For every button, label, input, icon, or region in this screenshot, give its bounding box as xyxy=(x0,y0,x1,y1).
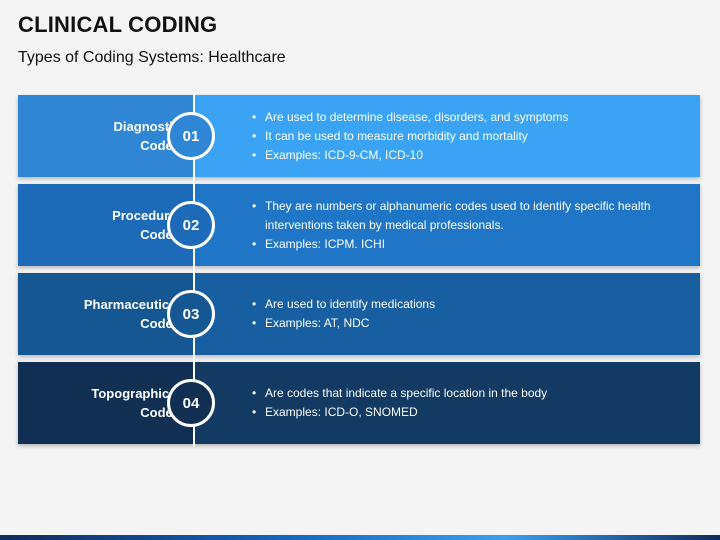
step-number-circle: 04 xyxy=(167,379,215,427)
step-number-circle: 03 xyxy=(167,290,215,338)
bullet-item: Examples: ICPM. ICHI xyxy=(252,235,665,254)
bullet-item: Examples: ICD-O, SNOMED xyxy=(252,403,665,422)
row-procedural: Procedural Codes They are numbers or alp… xyxy=(18,184,700,266)
row-label-line1: Topographical xyxy=(91,386,180,401)
bullet-item: Are used to identify medications xyxy=(252,295,665,314)
row-diagnostic: Diagnostic Codes Are used to determine d… xyxy=(18,95,700,177)
bullet-item: Are used to determine disease, disorders… xyxy=(252,108,665,127)
row-content-panel: They are numbers or alphanumeric codes u… xyxy=(194,184,700,266)
row-content-panel: Are used to identify medications Example… xyxy=(194,273,700,355)
bullet-item: They are numbers or alphanumeric codes u… xyxy=(252,197,665,235)
row-content-panel: Are used to determine disease, disorders… xyxy=(194,95,700,177)
timeline-connector xyxy=(193,92,195,446)
bullet-list: Are used to determine disease, disorders… xyxy=(252,95,665,177)
bullet-list: Are used to identify medications Example… xyxy=(252,273,665,355)
step-number-circle: 01 xyxy=(167,112,215,160)
row-content-panel: Are codes that indicate a specific locat… xyxy=(194,362,700,444)
row-label-panel: Pharmaceutical Codes xyxy=(18,273,194,355)
row-pharmaceutical: Pharmaceutical Codes Are used to identif… xyxy=(18,273,700,355)
bullet-item: It can be used to measure morbidity and … xyxy=(252,127,665,146)
bullet-item: Examples: AT, NDC xyxy=(252,314,665,333)
bullet-list: Are codes that indicate a specific locat… xyxy=(252,362,665,444)
row-topographical: Topographical Codes Are codes that indic… xyxy=(18,362,700,444)
row-label-line1: Pharmaceutical xyxy=(83,297,180,312)
page-subtitle: Types of Coding Systems: Healthcare xyxy=(18,49,286,66)
bullet-item: Are codes that indicate a specific locat… xyxy=(252,384,665,403)
row-label-line1: Procedural xyxy=(112,208,180,223)
row-label: Pharmaceutical Codes xyxy=(84,273,180,355)
bullet-item: Examples: ICD-9-CM, ICD-10 xyxy=(252,146,665,165)
row-label-panel: Diagnostic Codes xyxy=(18,95,194,177)
footer-accent-bar xyxy=(0,535,720,540)
row-label-line1: Diagnostic xyxy=(113,119,180,134)
step-number-circle: 02 xyxy=(167,201,215,249)
page-title: CLINICAL CODING xyxy=(18,12,218,37)
bullet-list: They are numbers or alphanumeric codes u… xyxy=(252,184,665,266)
